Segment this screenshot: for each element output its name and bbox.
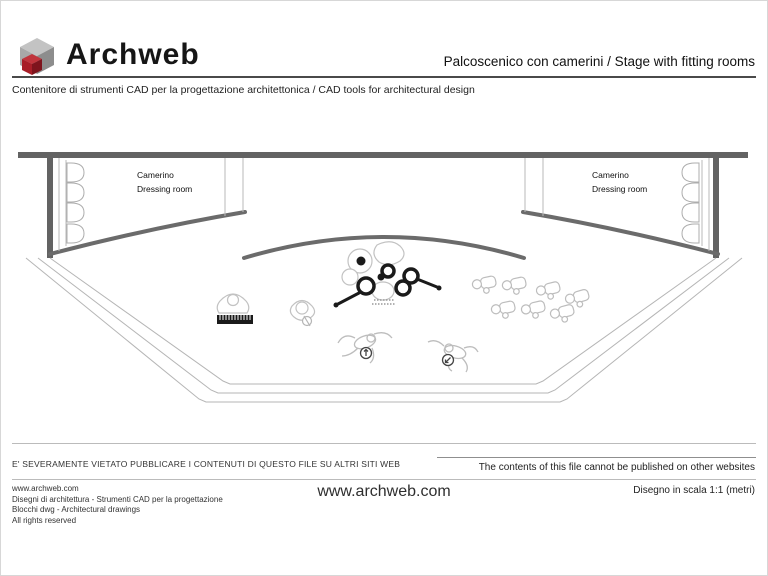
stage-back-walls: [48, 210, 720, 260]
left-wardrobe-fixtures: [66, 162, 85, 244]
left-room-label-en: Dressing room: [137, 184, 193, 194]
musician-block: [289, 299, 316, 327]
archweb-logo-cube-icon: [20, 38, 54, 75]
disclaimer-italian: E' SEVERAMENTE VIETATO PUBBLICARE I CONT…: [12, 459, 401, 469]
footer-divider: [12, 479, 756, 480]
keyboard-player-block: [216, 293, 253, 324]
dancer-block-1: [337, 332, 393, 364]
footer-info-block: www.archweb.com Disegni di architettura …: [12, 484, 223, 526]
seated-group-block: [470, 274, 592, 326]
left-room-label-it: Camerino: [137, 170, 174, 180]
scale-note: Disegno in scala 1:1 (metri): [633, 485, 755, 496]
drawing-bottom-divider: [12, 443, 756, 444]
stage-plan-drawing: [18, 152, 748, 403]
dressing-room-partitions: [58, 158, 710, 251]
footer-line-4: All rights reserved: [12, 515, 77, 525]
header-subtitle: Contenitore di strumenti CAD per la prog…: [12, 84, 475, 96]
page-title: Palcoscenico con camerini / Stage with f…: [443, 54, 755, 69]
right-wardrobe-fixtures: [681, 162, 700, 244]
right-room-label-it: Camerino: [592, 170, 629, 180]
dancer-block-2: [427, 340, 479, 373]
disclaimer-english: The contents of this file cannot be publ…: [478, 462, 755, 473]
right-room-label-en: Dressing room: [592, 184, 648, 194]
header-divider: [12, 76, 756, 78]
stage-walls: [18, 152, 748, 258]
footer-url: www.archweb.com: [12, 484, 79, 493]
footer-center-url: www.archweb.com: [317, 483, 451, 500]
disclaimer-en-divider: [437, 457, 756, 458]
brand-title: Archweb: [66, 38, 200, 71]
footer-line-2: Disegni di architettura - Strumenti CAD …: [12, 494, 223, 504]
footer-line-3: Blocchi dwg - Architectural drawings: [12, 505, 141, 514]
drum-kit-block: [333, 241, 442, 308]
stage-steps: [25, 257, 743, 403]
